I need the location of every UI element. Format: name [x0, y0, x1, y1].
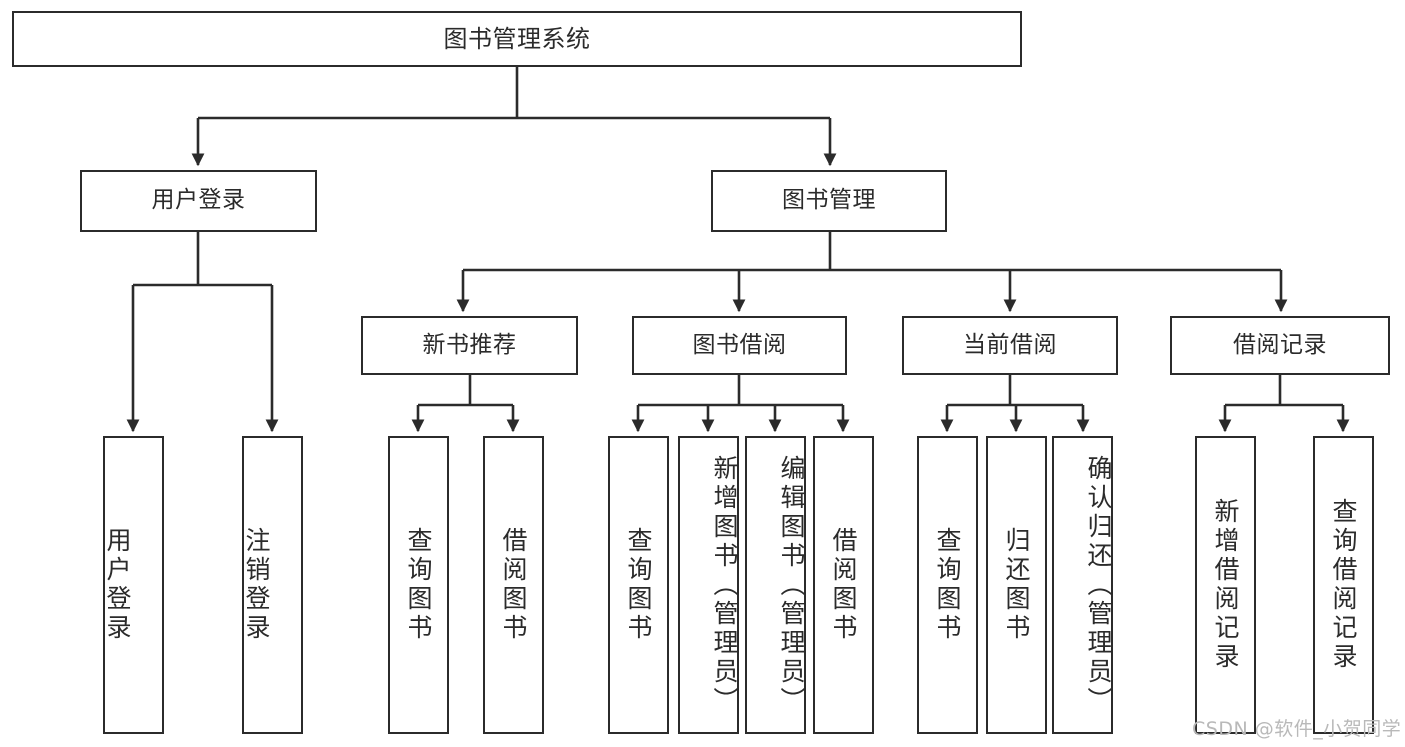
node-label: 借阅图书 — [829, 527, 858, 643]
node-label: 用户登录 — [103, 527, 132, 643]
node-label: 借阅记录 — [1233, 331, 1327, 358]
leaf-add-book-admin[interactable]: 新增图书（管理员） — [678, 436, 739, 734]
leaf-confirm-return-admin[interactable]: 确认归还（管理员） — [1052, 436, 1113, 734]
node-new-book-recommend[interactable]: 新书推荐 — [361, 316, 578, 375]
node-current-borrow[interactable]: 当前借阅 — [902, 316, 1118, 375]
leaf-logout[interactable]: 注销登录 — [242, 436, 303, 734]
leaf-query-book-borrow[interactable]: 查询图书 — [608, 436, 669, 734]
node-book-borrow[interactable]: 图书借阅 — [632, 316, 847, 375]
leaf-borrow-book-recommend[interactable]: 借阅图书 — [483, 436, 544, 734]
leaf-query-borrow-record[interactable]: 查询借阅记录 — [1313, 436, 1374, 734]
node-label: 查询借阅记录 — [1329, 498, 1358, 672]
node-root-system[interactable]: 图书管理系统 — [12, 11, 1022, 67]
node-label: 新增图书（管理员） — [710, 454, 739, 716]
node-label: 编辑图书（管理员） — [777, 454, 806, 716]
leaf-add-borrow-record[interactable]: 新增借阅记录 — [1195, 436, 1256, 734]
node-label: 确认归还（管理员） — [1084, 454, 1113, 716]
leaf-return-book[interactable]: 归还图书 — [986, 436, 1047, 734]
leaf-query-book-recommend[interactable]: 查询图书 — [388, 436, 449, 734]
node-label: 新书推荐 — [422, 331, 517, 358]
leaf-user-login[interactable]: 用户登录 — [103, 436, 164, 734]
node-label: 用户登录 — [151, 187, 246, 214]
node-label: 注销登录 — [242, 527, 271, 643]
node-label: 查询图书 — [933, 527, 962, 643]
node-label: 图书管理系统 — [443, 24, 591, 53]
leaf-edit-book-admin[interactable]: 编辑图书（管理员） — [745, 436, 806, 734]
node-label: 归还图书 — [1002, 527, 1031, 643]
watermark-text: CSDN @软件_小贺同学 — [1192, 718, 1402, 740]
node-borrow-record[interactable]: 借阅记录 — [1170, 316, 1390, 375]
leaf-query-book-current[interactable]: 查询图书 — [917, 436, 978, 734]
node-label: 图书管理 — [782, 187, 876, 214]
node-label: 借阅图书 — [499, 527, 528, 643]
node-user-login[interactable]: 用户登录 — [80, 170, 317, 232]
leaf-borrow-book[interactable]: 借阅图书 — [813, 436, 874, 734]
node-label: 图书借阅 — [692, 331, 787, 358]
node-label: 查询图书 — [624, 527, 653, 643]
node-label: 查询图书 — [404, 527, 433, 643]
node-label: 当前借阅 — [963, 331, 1057, 358]
node-label: 新增借阅记录 — [1211, 498, 1240, 672]
node-book-management[interactable]: 图书管理 — [711, 170, 947, 232]
